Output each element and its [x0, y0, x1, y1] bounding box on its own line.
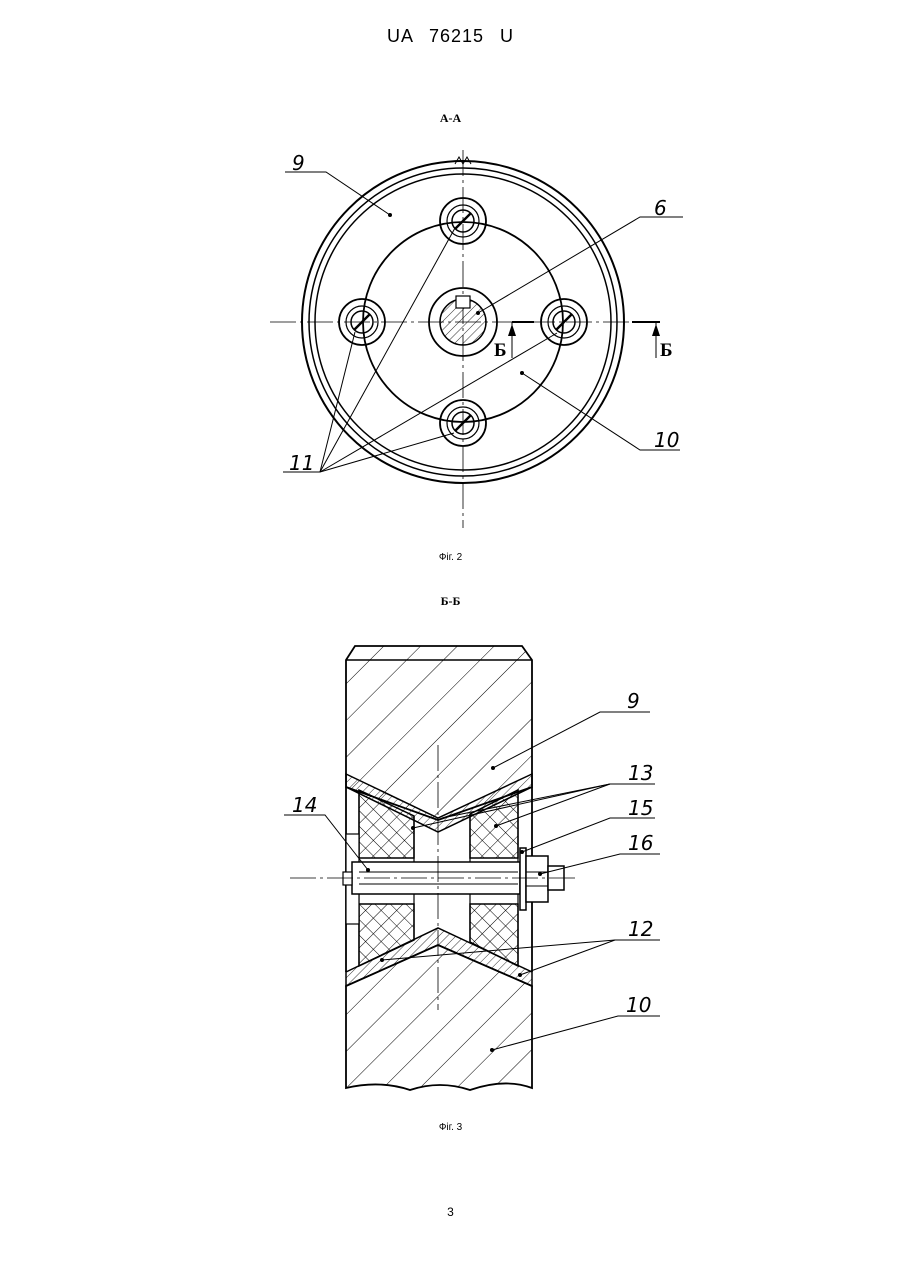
- label-part-9-section: 9: [627, 689, 640, 713]
- nut: [526, 856, 548, 902]
- section-marker-b-left: Б: [494, 340, 507, 361]
- washer: [520, 848, 526, 910]
- section-marker-b-right: Б: [660, 340, 673, 361]
- bolt-top: [440, 198, 486, 244]
- label-part-9: 9: [292, 151, 305, 175]
- label-part-15: 15: [628, 796, 653, 820]
- label-part-14: 14: [292, 793, 317, 817]
- bolt-head-left: [343, 872, 352, 885]
- fig3-drawing: 9 13 14 15 16 12 10: [284, 646, 660, 1090]
- label-part-11: 11: [289, 451, 314, 475]
- label-part-16: 16: [628, 831, 653, 855]
- bolt-bottom: [440, 400, 486, 446]
- shaft-key: [456, 296, 470, 308]
- label-part-10-section: 10: [626, 993, 651, 1017]
- label-part-6: 6: [654, 196, 667, 220]
- label-part-12: 12: [628, 917, 653, 941]
- label-part-10: 10: [654, 428, 679, 452]
- bolt-left: [339, 299, 385, 345]
- fig2-drawing: Б Б 9 6 10 11: [270, 150, 683, 528]
- label-part-13: 13: [628, 761, 653, 785]
